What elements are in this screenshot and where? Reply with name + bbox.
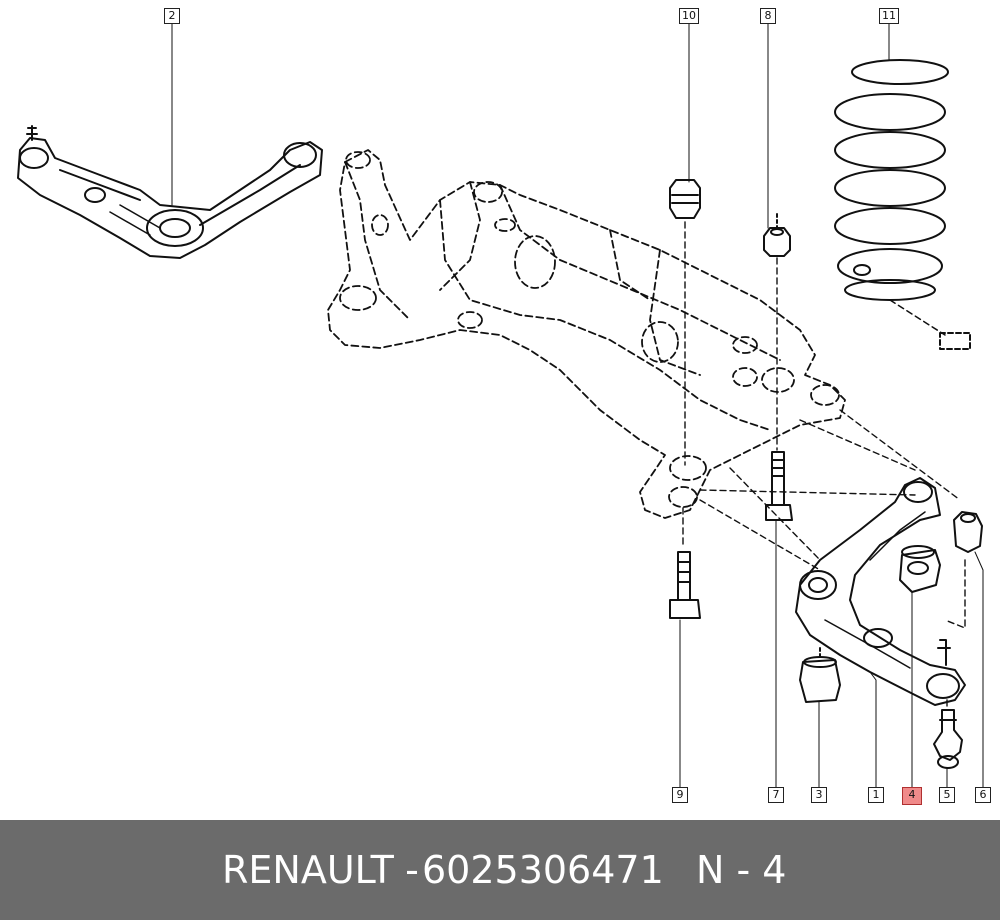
hex-nut-part-8 [763, 213, 791, 257]
callout-7: 7 [768, 787, 784, 803]
callout-6: 6 [975, 787, 991, 803]
callout-9: 9 [672, 787, 688, 803]
bushing-part-4 [899, 545, 941, 593]
callout-5: 5 [939, 787, 955, 803]
bushing-part-3 [799, 647, 841, 703]
callout-leader-lines [171, 23, 984, 788]
callout-3: 3 [811, 787, 827, 803]
part-number-footer: RENAULT - 6025306471 N - 4 [0, 820, 1000, 920]
assembly-guide-lines [682, 221, 966, 711]
bolt-part-9 [669, 551, 701, 619]
callout-4-highlighted: 4 [902, 787, 922, 805]
coil-spring-part-11 [834, 59, 971, 350]
footer-position-label: N - 4 [696, 848, 787, 892]
callout-10: 10 [679, 8, 699, 24]
callout-8: 8 [760, 8, 776, 24]
nut-part-6 [953, 511, 983, 553]
nut-part-10 [669, 179, 701, 219]
footer-part-number: 6025306471 [422, 848, 664, 892]
suspension-exploded-diagram [17, 23, 984, 788]
control-arm-right-part-1 [795, 477, 966, 706]
callout-11: 11 [879, 8, 899, 24]
footer-brand: RENAULT [222, 848, 394, 892]
footer-separator: - [393, 848, 431, 892]
long-bolt-part-7 [765, 451, 793, 521]
ball-joint-part-5 [933, 709, 963, 769]
callout-1: 1 [868, 787, 884, 803]
subframe-dashed-outline [327, 149, 846, 519]
callout-2: 2 [164, 8, 180, 24]
control-arm-left-part-2 [17, 125, 323, 259]
